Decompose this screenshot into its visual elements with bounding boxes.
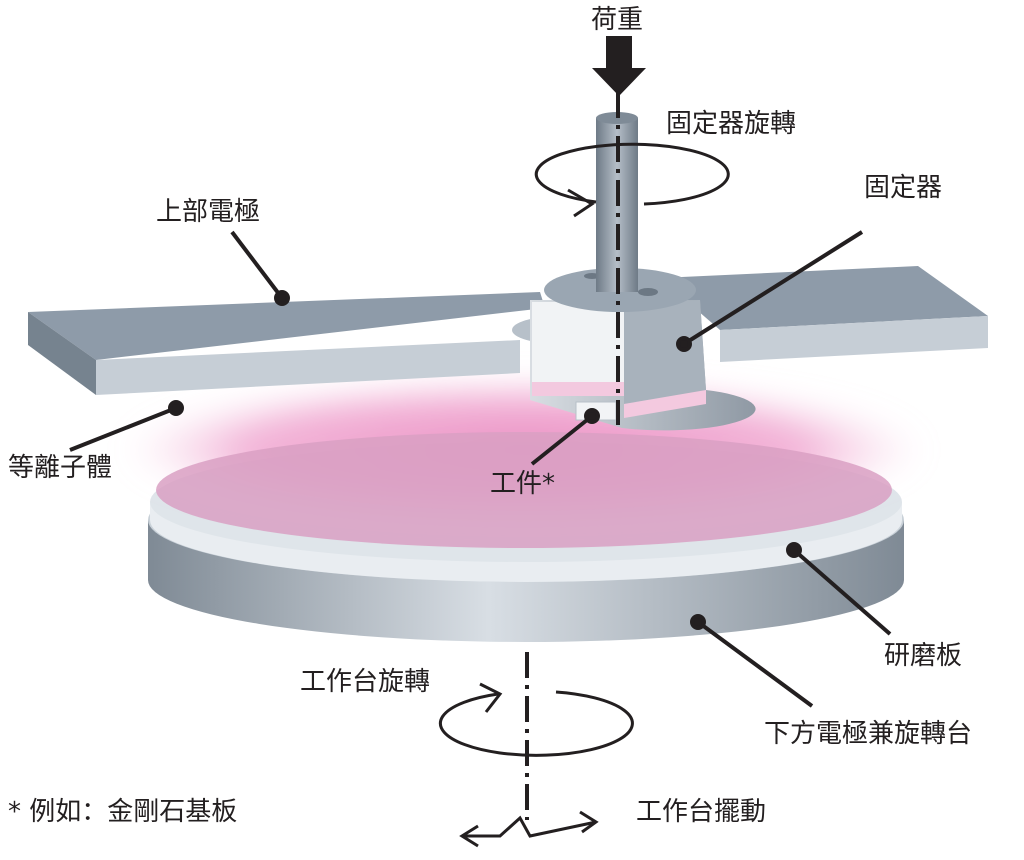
holder-rotation-label: 固定器旋轉	[666, 109, 796, 139]
table-rotation-label: 工作台旋轉	[300, 667, 430, 697]
table-swing-arrow-icon	[459, 810, 599, 848]
load-label: 荷重	[591, 5, 643, 35]
lower-electrode-label: 下方電極兼旋轉台	[764, 719, 972, 749]
holder	[530, 268, 756, 431]
holder-rotation-arrow-icon	[534, 142, 730, 218]
workpiece-label: 工件*	[490, 469, 555, 499]
center-axis	[525, 92, 620, 820]
footnote: * 例如：金剛石基板	[8, 797, 237, 827]
load-arrow-icon	[592, 36, 646, 96]
upper-electrode	[28, 266, 988, 395]
polishing-plate-label: 研磨板	[884, 641, 962, 671]
plasma-cloud	[124, 378, 924, 548]
table-rotation-arrow-icon	[438, 682, 634, 757]
plasma-label: 等離子體	[8, 453, 112, 483]
table-swing-label: 工作台擺動	[636, 797, 766, 827]
holder-label: 固定器	[864, 173, 942, 203]
leader-lines	[69, 230, 892, 708]
upper-electrode-label: 上部電極	[156, 197, 260, 227]
